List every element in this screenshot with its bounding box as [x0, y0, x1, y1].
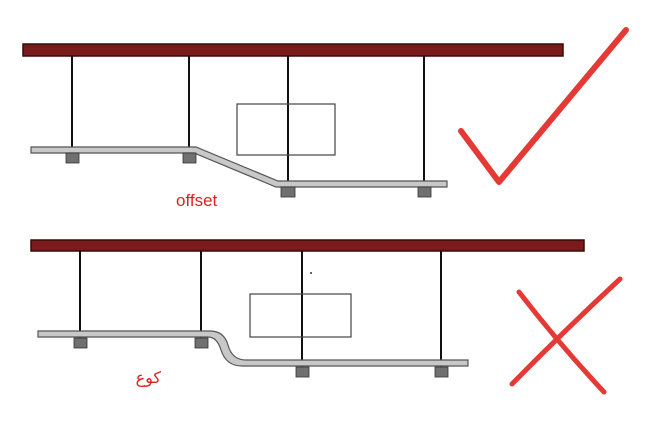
support-block [194, 337, 209, 349]
check-mark-icon [458, 27, 629, 185]
support-block [417, 186, 432, 198]
support-block [295, 366, 310, 378]
stray-dot [310, 272, 312, 274]
obstruction-box-bottom [249, 293, 352, 338]
hanger-rods-bottom [79, 251, 442, 367]
hanger-rods-top [71, 56, 425, 182]
support-block [65, 152, 80, 164]
ceiling-beam-bottom [30, 239, 585, 252]
support-block [434, 366, 449, 378]
obstruction-box-top [236, 103, 336, 156]
pipe-elbow-route [37, 330, 469, 367]
offset-label: offset [176, 191, 218, 210]
pipe-supports-bottom [73, 337, 449, 378]
support-block [73, 337, 88, 349]
pipe-offset-route [30, 146, 448, 188]
elbow-label: كوع [136, 368, 162, 388]
incorrect-example: كوع [30, 239, 623, 395]
correct-example: offset [22, 27, 629, 210]
ceiling-beam-top [22, 43, 564, 57]
pipe-supports-top [65, 152, 432, 198]
cross-mark-icon [509, 276, 623, 395]
support-block [182, 152, 197, 164]
support-block [280, 186, 296, 198]
